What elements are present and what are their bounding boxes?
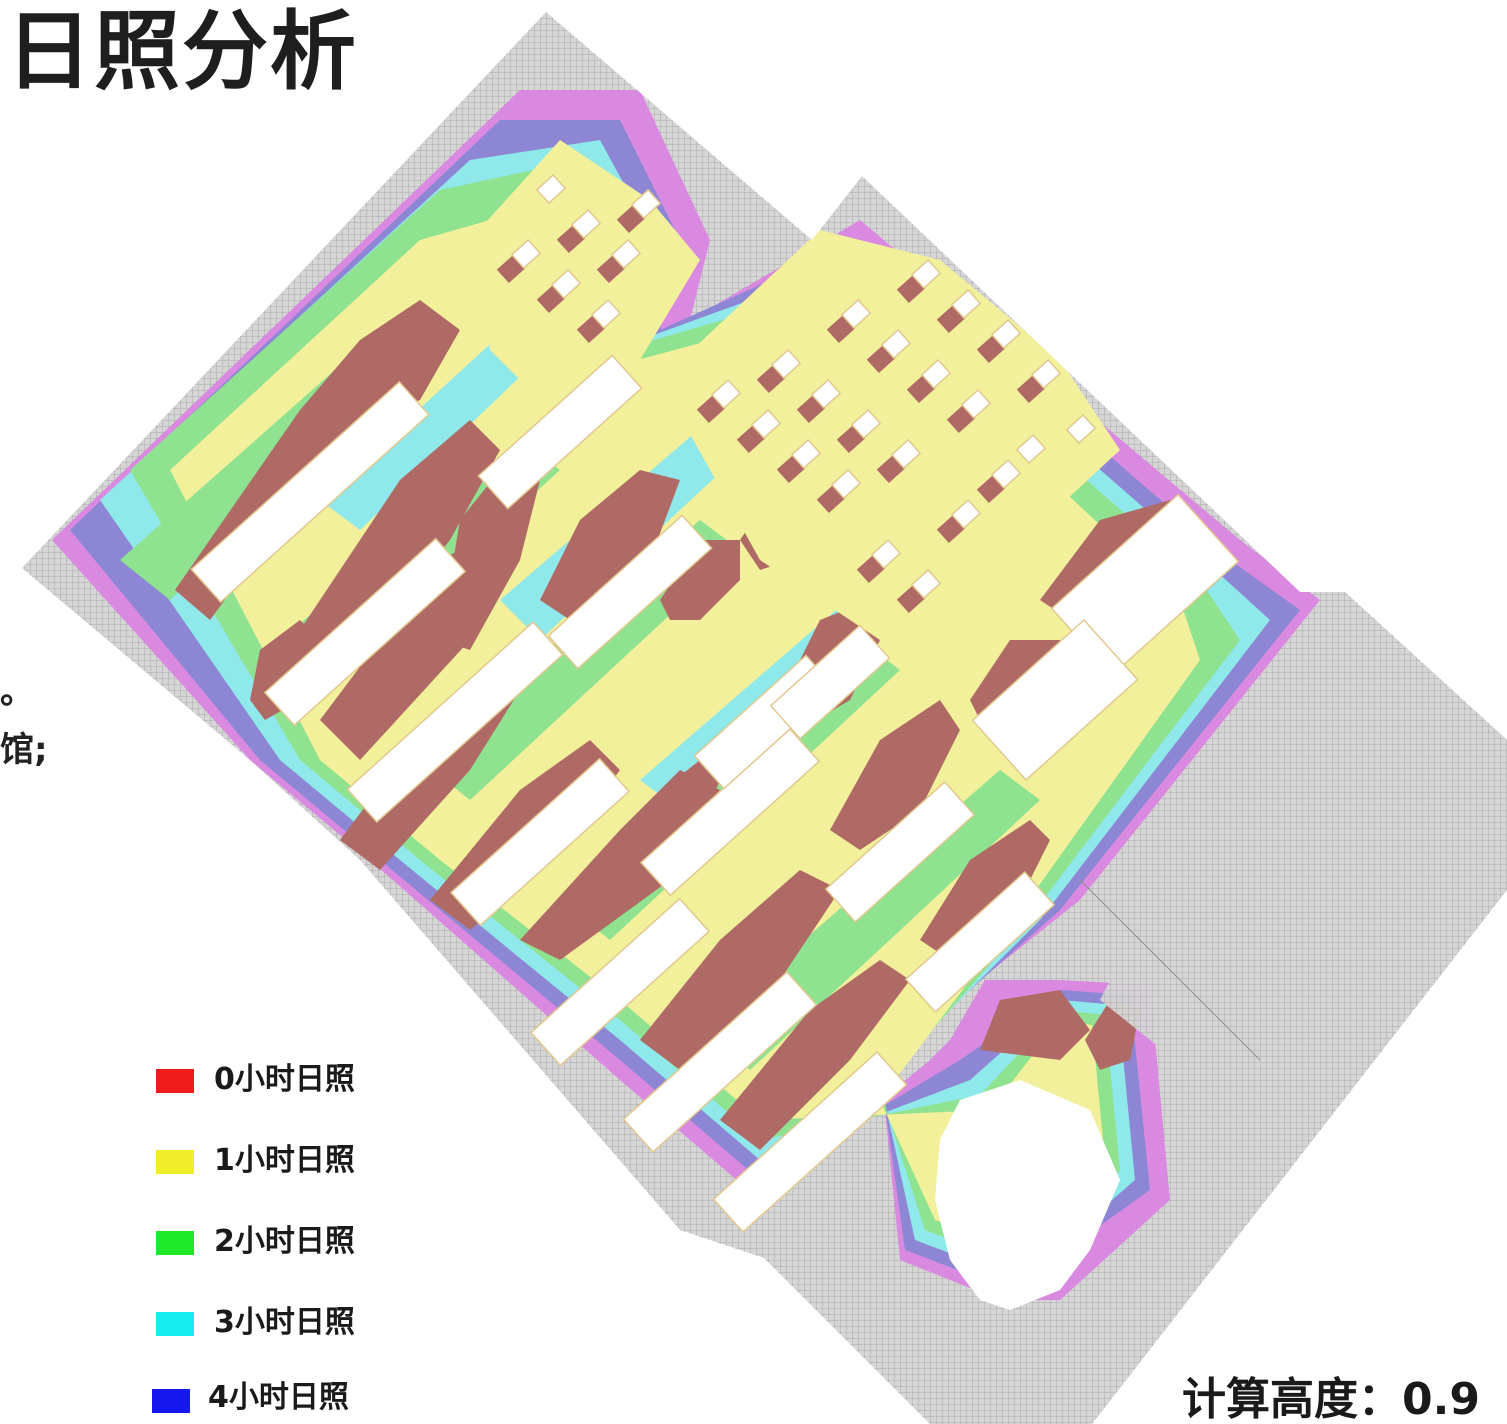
legend-item-4h: 4小时日照 — [150, 1376, 410, 1420]
legend-swatch-green — [156, 1231, 194, 1255]
sunlight-zones — [52, 90, 1320, 1310]
legend-item-1h: 1小时日照 — [150, 1139, 410, 1183]
legend-item-3h: 3小时日照 — [150, 1301, 410, 1345]
page-title: 日照分析 — [6, 2, 358, 102]
side-text-fragment-1: 。 — [0, 664, 20, 713]
house-cluster — [470, 140, 1120, 640]
legend-label: 3小时日照 — [214, 1305, 355, 1340]
legend-label: 4小时日照 — [208, 1380, 349, 1415]
legend-swatch-red — [156, 1069, 194, 1093]
south-site — [935, 1080, 1120, 1310]
legend-swatch-blue — [152, 1389, 190, 1413]
legend-item-0h: 0小时日照 — [150, 1058, 410, 1102]
side-text-fragment-2: 馆; — [0, 730, 48, 770]
calculation-height-label: 计算高度：0.9 — [1182, 1374, 1480, 1424]
legend-label: 2小时日照 — [214, 1224, 355, 1259]
legend-label: 0小时日照 — [214, 1062, 355, 1097]
slab-buildings — [190, 354, 1240, 1234]
legend-swatch-yellow — [156, 1150, 194, 1174]
grid-plaza — [1079, 592, 1507, 1080]
legend-item-2h: 2小时日照 — [150, 1220, 410, 1264]
legend-label: 1小时日照 — [214, 1143, 355, 1178]
legend-swatch-cyan — [156, 1312, 194, 1336]
